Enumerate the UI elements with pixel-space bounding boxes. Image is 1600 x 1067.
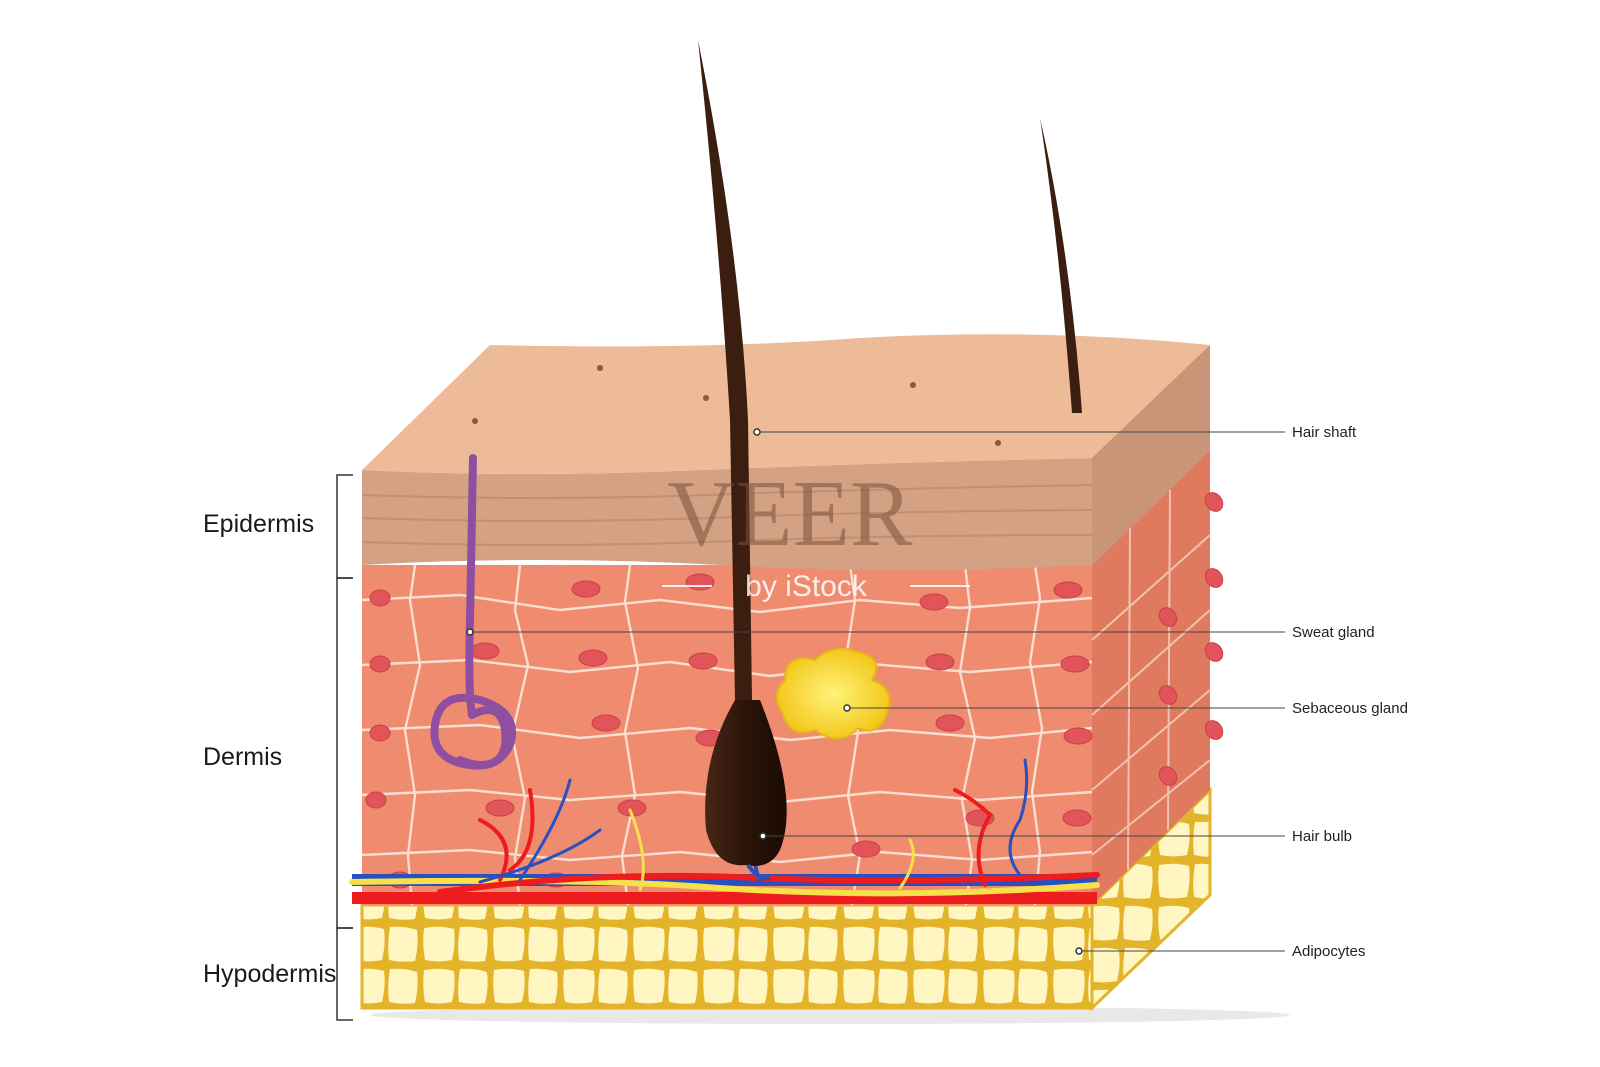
- hair-secondary: [1040, 118, 1082, 413]
- label-hair-bulb: Hair bulb: [1292, 828, 1352, 845]
- sweat-gland: [430, 454, 516, 770]
- callout-lines: [470, 431, 1285, 952]
- block-shadow: [370, 1006, 1290, 1024]
- epidermis-block: [361, 334, 1210, 570]
- label-hair-shaft: Hair shaft: [1292, 424, 1357, 441]
- label-epidermis: Epidermis: [203, 510, 314, 538]
- label-sebaceous-gland: Sebaceous gland: [1292, 700, 1408, 717]
- hair-follicle: [698, 40, 787, 881]
- sebaceous-gland: [775, 647, 891, 740]
- watermark-brand: VEER: [667, 462, 913, 566]
- label-hypodermis: Hypodermis: [203, 960, 336, 988]
- layer-brackets: [336, 474, 353, 1021]
- hypodermis-block: [360, 786, 1212, 1012]
- label-dermis: Dermis: [203, 743, 282, 771]
- label-sweat-gland: Sweat gland: [1292, 624, 1375, 641]
- label-adipocytes: Adipocytes: [1292, 943, 1365, 960]
- callout-dots: [466, 428, 1083, 955]
- watermark: VEER by iStock: [662, 462, 970, 603]
- watermark-byline: by iStock: [745, 570, 868, 603]
